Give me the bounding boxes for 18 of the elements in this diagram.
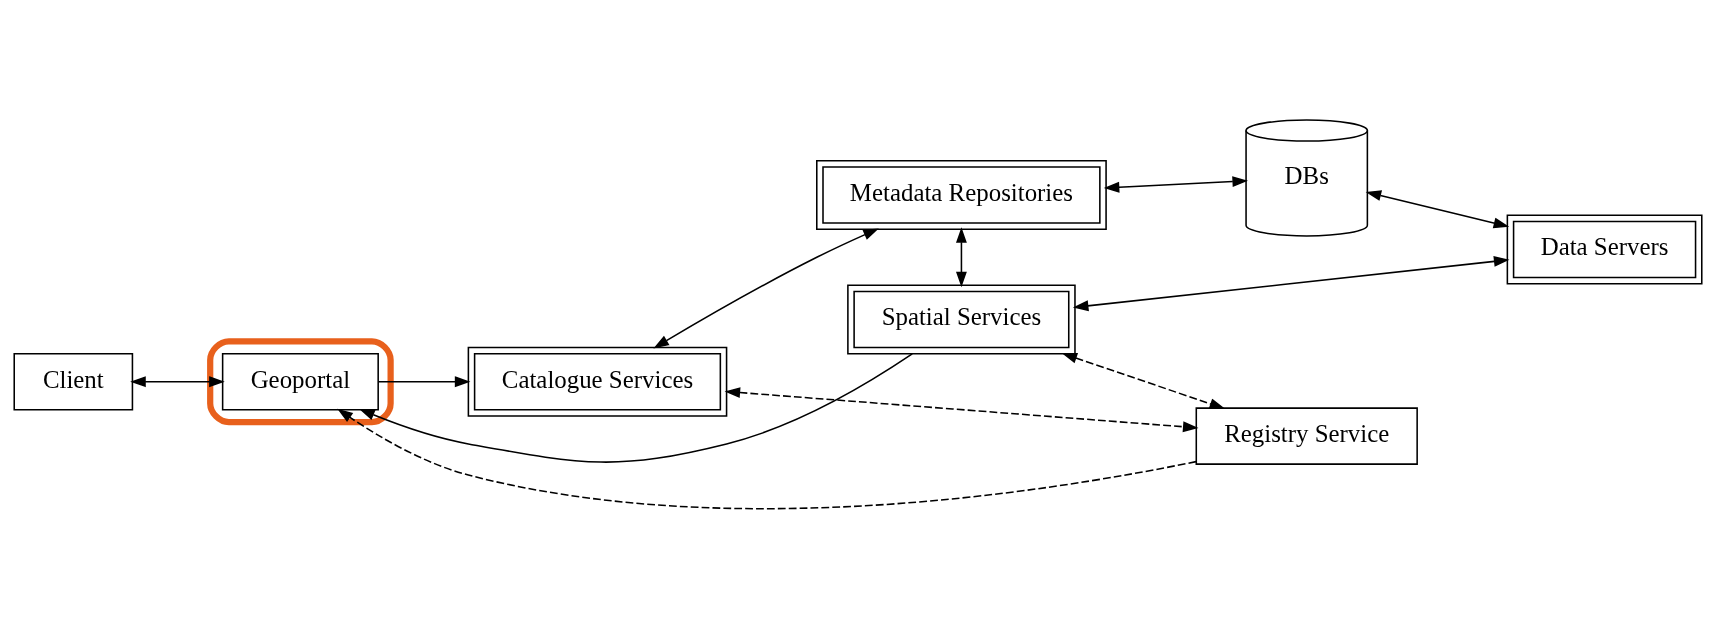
arrow (653, 227, 879, 348)
node-box: Catalogue Services (467, 346, 728, 417)
node-box: Spatial Services (847, 284, 1076, 354)
arrow (130, 375, 225, 387)
node-box: Geoportal (221, 352, 379, 410)
node-box: Data Servers (1506, 214, 1703, 284)
arrow (956, 226, 967, 287)
arrow (359, 352, 914, 463)
node-box: Metadata Repositories (816, 159, 1107, 230)
node-box: Client (13, 352, 134, 410)
arrow (1061, 352, 1226, 409)
arrow (377, 375, 471, 387)
arrow (337, 408, 1197, 509)
arrow (1103, 175, 1248, 193)
arrow (1365, 189, 1510, 228)
arrow (1072, 255, 1510, 311)
arrow (724, 386, 1199, 432)
node-box: Registry Service (1195, 406, 1418, 465)
